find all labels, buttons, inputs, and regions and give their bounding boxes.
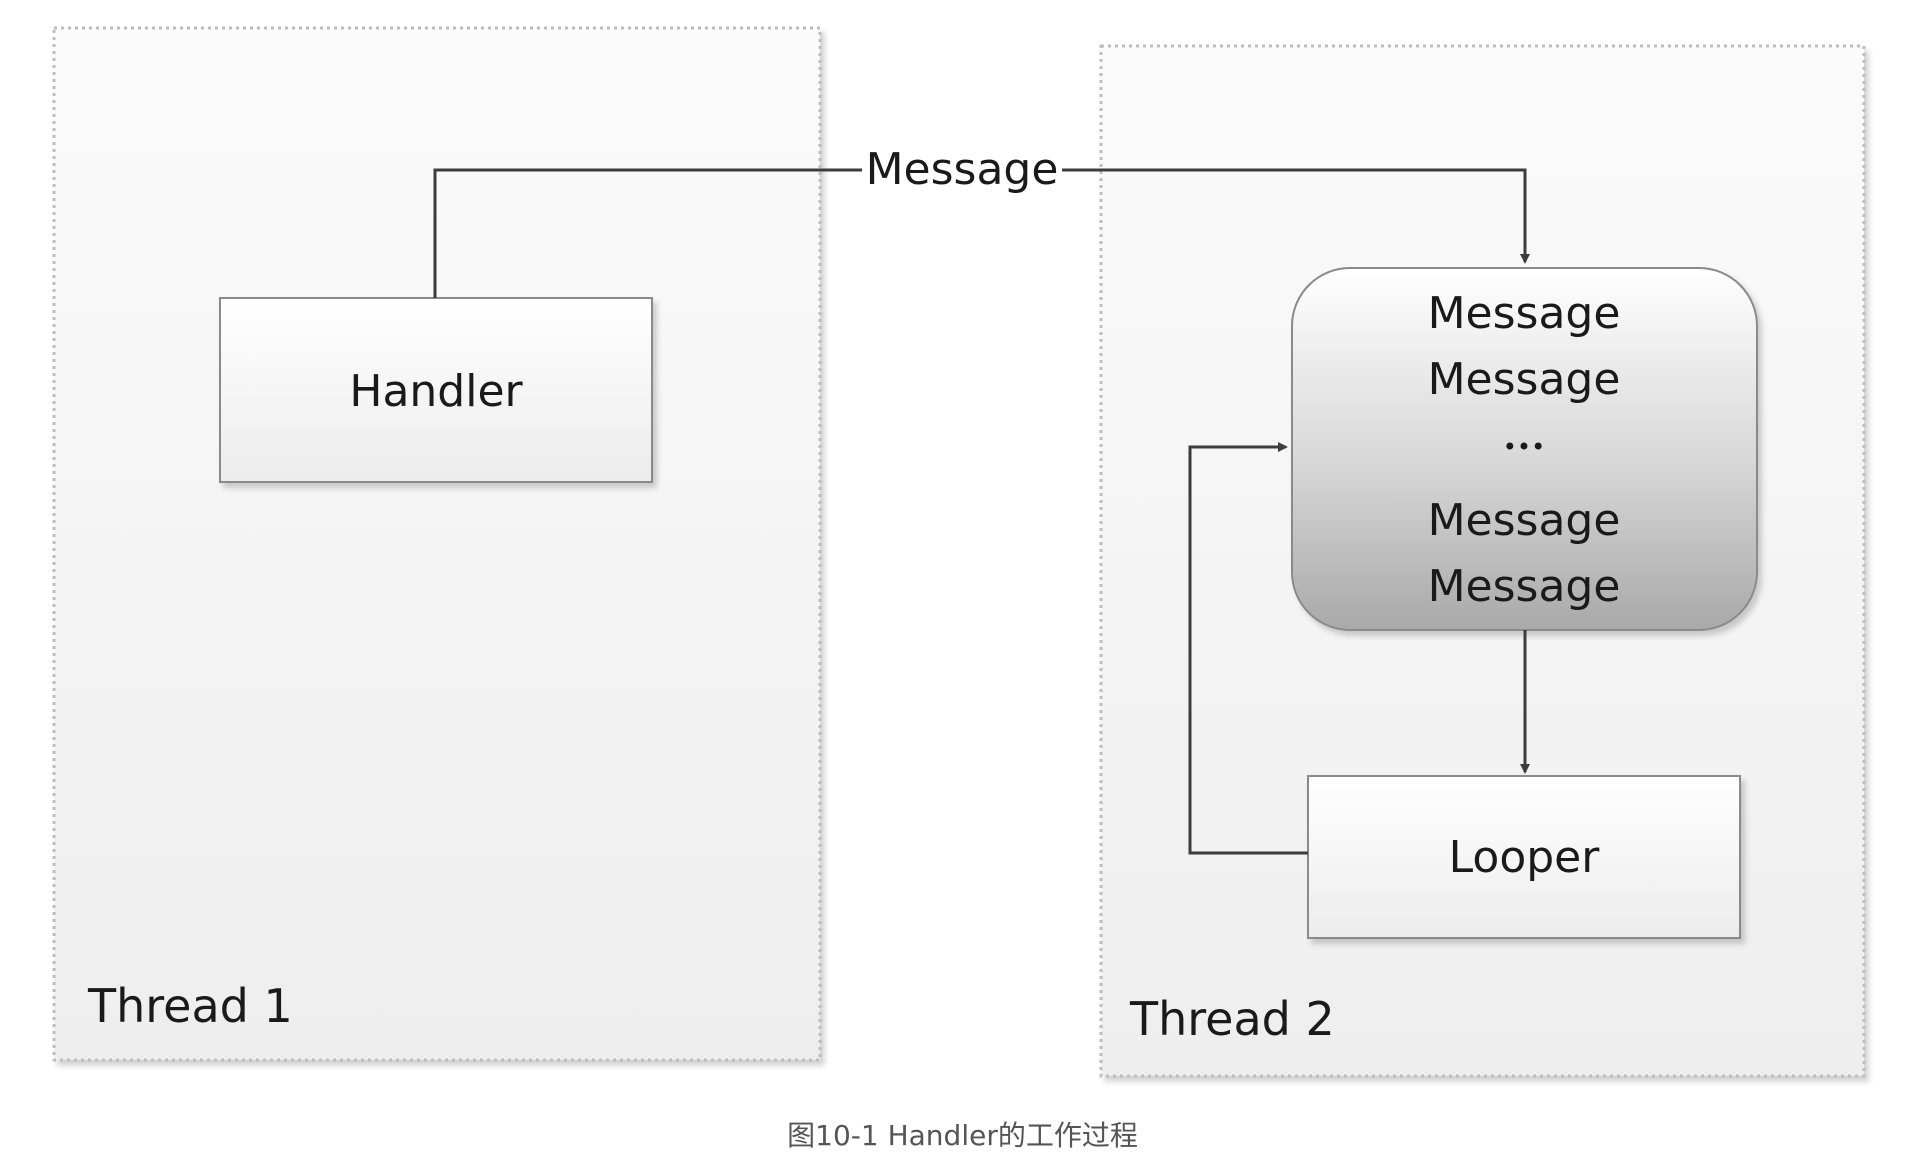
looper-label: Looper bbox=[1449, 832, 1601, 883]
thread-2-label: Thread 2 bbox=[1129, 992, 1335, 1046]
message-flow-line-right bbox=[1062, 168, 1530, 264]
message-queue-box: Message Message ••• Message Message bbox=[1291, 267, 1758, 631]
message-flow-connector: Message bbox=[433, 144, 1530, 298]
queue-message-item: Message bbox=[1428, 354, 1621, 405]
queue-message-item: Message bbox=[1428, 561, 1621, 612]
thread-1-container: Thread 1 bbox=[52, 26, 822, 1062]
looper-box: Looper bbox=[1307, 775, 1741, 939]
looper-feedback-arrow bbox=[1188, 442, 1308, 855]
message-flow-line-left bbox=[433, 168, 862, 298]
handler-label: Handler bbox=[349, 366, 523, 417]
queue-message-item: Message bbox=[1428, 288, 1621, 339]
figure-caption: 图10-1 Handler的工作过程 bbox=[787, 1119, 1138, 1152]
queue-message-item: Message bbox=[1428, 495, 1621, 546]
thread-1-label: Thread 1 bbox=[87, 979, 293, 1033]
message-flow-label: Message bbox=[866, 144, 1059, 195]
queue-ellipsis: ••• bbox=[1503, 433, 1545, 461]
handler-box: Handler bbox=[219, 297, 653, 483]
